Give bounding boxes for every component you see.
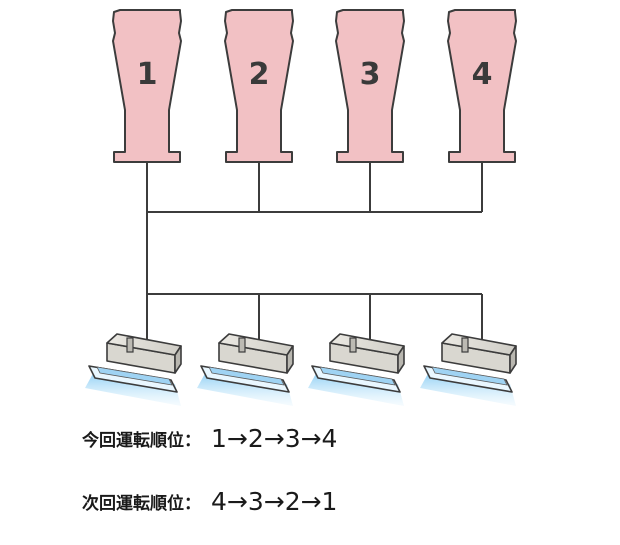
indoor-box-side bbox=[509, 345, 517, 374]
outdoor-unit-body bbox=[447, 9, 517, 163]
outdoor-unit-3: 3 bbox=[335, 9, 405, 163]
outdoor-unit-body bbox=[335, 9, 405, 163]
indoor-louver bbox=[208, 366, 285, 386]
indoor-louver bbox=[96, 366, 173, 386]
outdoor-unit-body bbox=[112, 9, 182, 163]
indoor-unit-4 bbox=[420, 333, 517, 406]
indoor-louver bbox=[431, 366, 508, 386]
next-rotation-label: 次回運転順位： bbox=[82, 493, 201, 514]
outdoor-unit-2: 2 bbox=[224, 9, 294, 163]
indoor-box-side bbox=[397, 345, 405, 374]
indoor-units bbox=[85, 333, 517, 406]
indoor-louver bbox=[319, 366, 396, 386]
outdoor-unit-4: 4 bbox=[447, 9, 517, 163]
indoor-box-side bbox=[286, 345, 294, 374]
indoor-pipe-fitting bbox=[461, 337, 469, 353]
current-rotation: 今回運転順位： 1→2→3→4 bbox=[82, 420, 337, 456]
outdoor-unit-number: 3 bbox=[360, 57, 381, 92]
next-rotation-sequence: 4→3→2→1 bbox=[211, 486, 338, 516]
outdoor-unit-number: 2 bbox=[249, 57, 270, 92]
outdoor-unit-body bbox=[224, 9, 294, 163]
piping bbox=[146, 162, 483, 344]
indoor-unit-2 bbox=[197, 333, 294, 406]
outdoor-unit-1: 1 bbox=[112, 9, 182, 163]
outdoor-units: 1 2 3 4 bbox=[112, 9, 517, 163]
indoor-unit-1 bbox=[85, 333, 182, 406]
indoor-pipe-fitting bbox=[126, 337, 134, 353]
outdoor-unit-number: 1 bbox=[137, 57, 158, 92]
next-rotation: 次回運転順位： 4→3→2→1 bbox=[82, 483, 337, 519]
current-rotation-label: 今回運転順位： bbox=[82, 430, 201, 451]
outdoor-unit-number: 4 bbox=[472, 57, 493, 92]
indoor-pipe-fitting bbox=[238, 337, 246, 353]
indoor-box-side bbox=[174, 345, 182, 374]
indoor-unit-3 bbox=[308, 333, 405, 406]
indoor-pipe-fitting bbox=[349, 337, 357, 353]
current-rotation-sequence: 1→2→3→4 bbox=[211, 423, 338, 453]
